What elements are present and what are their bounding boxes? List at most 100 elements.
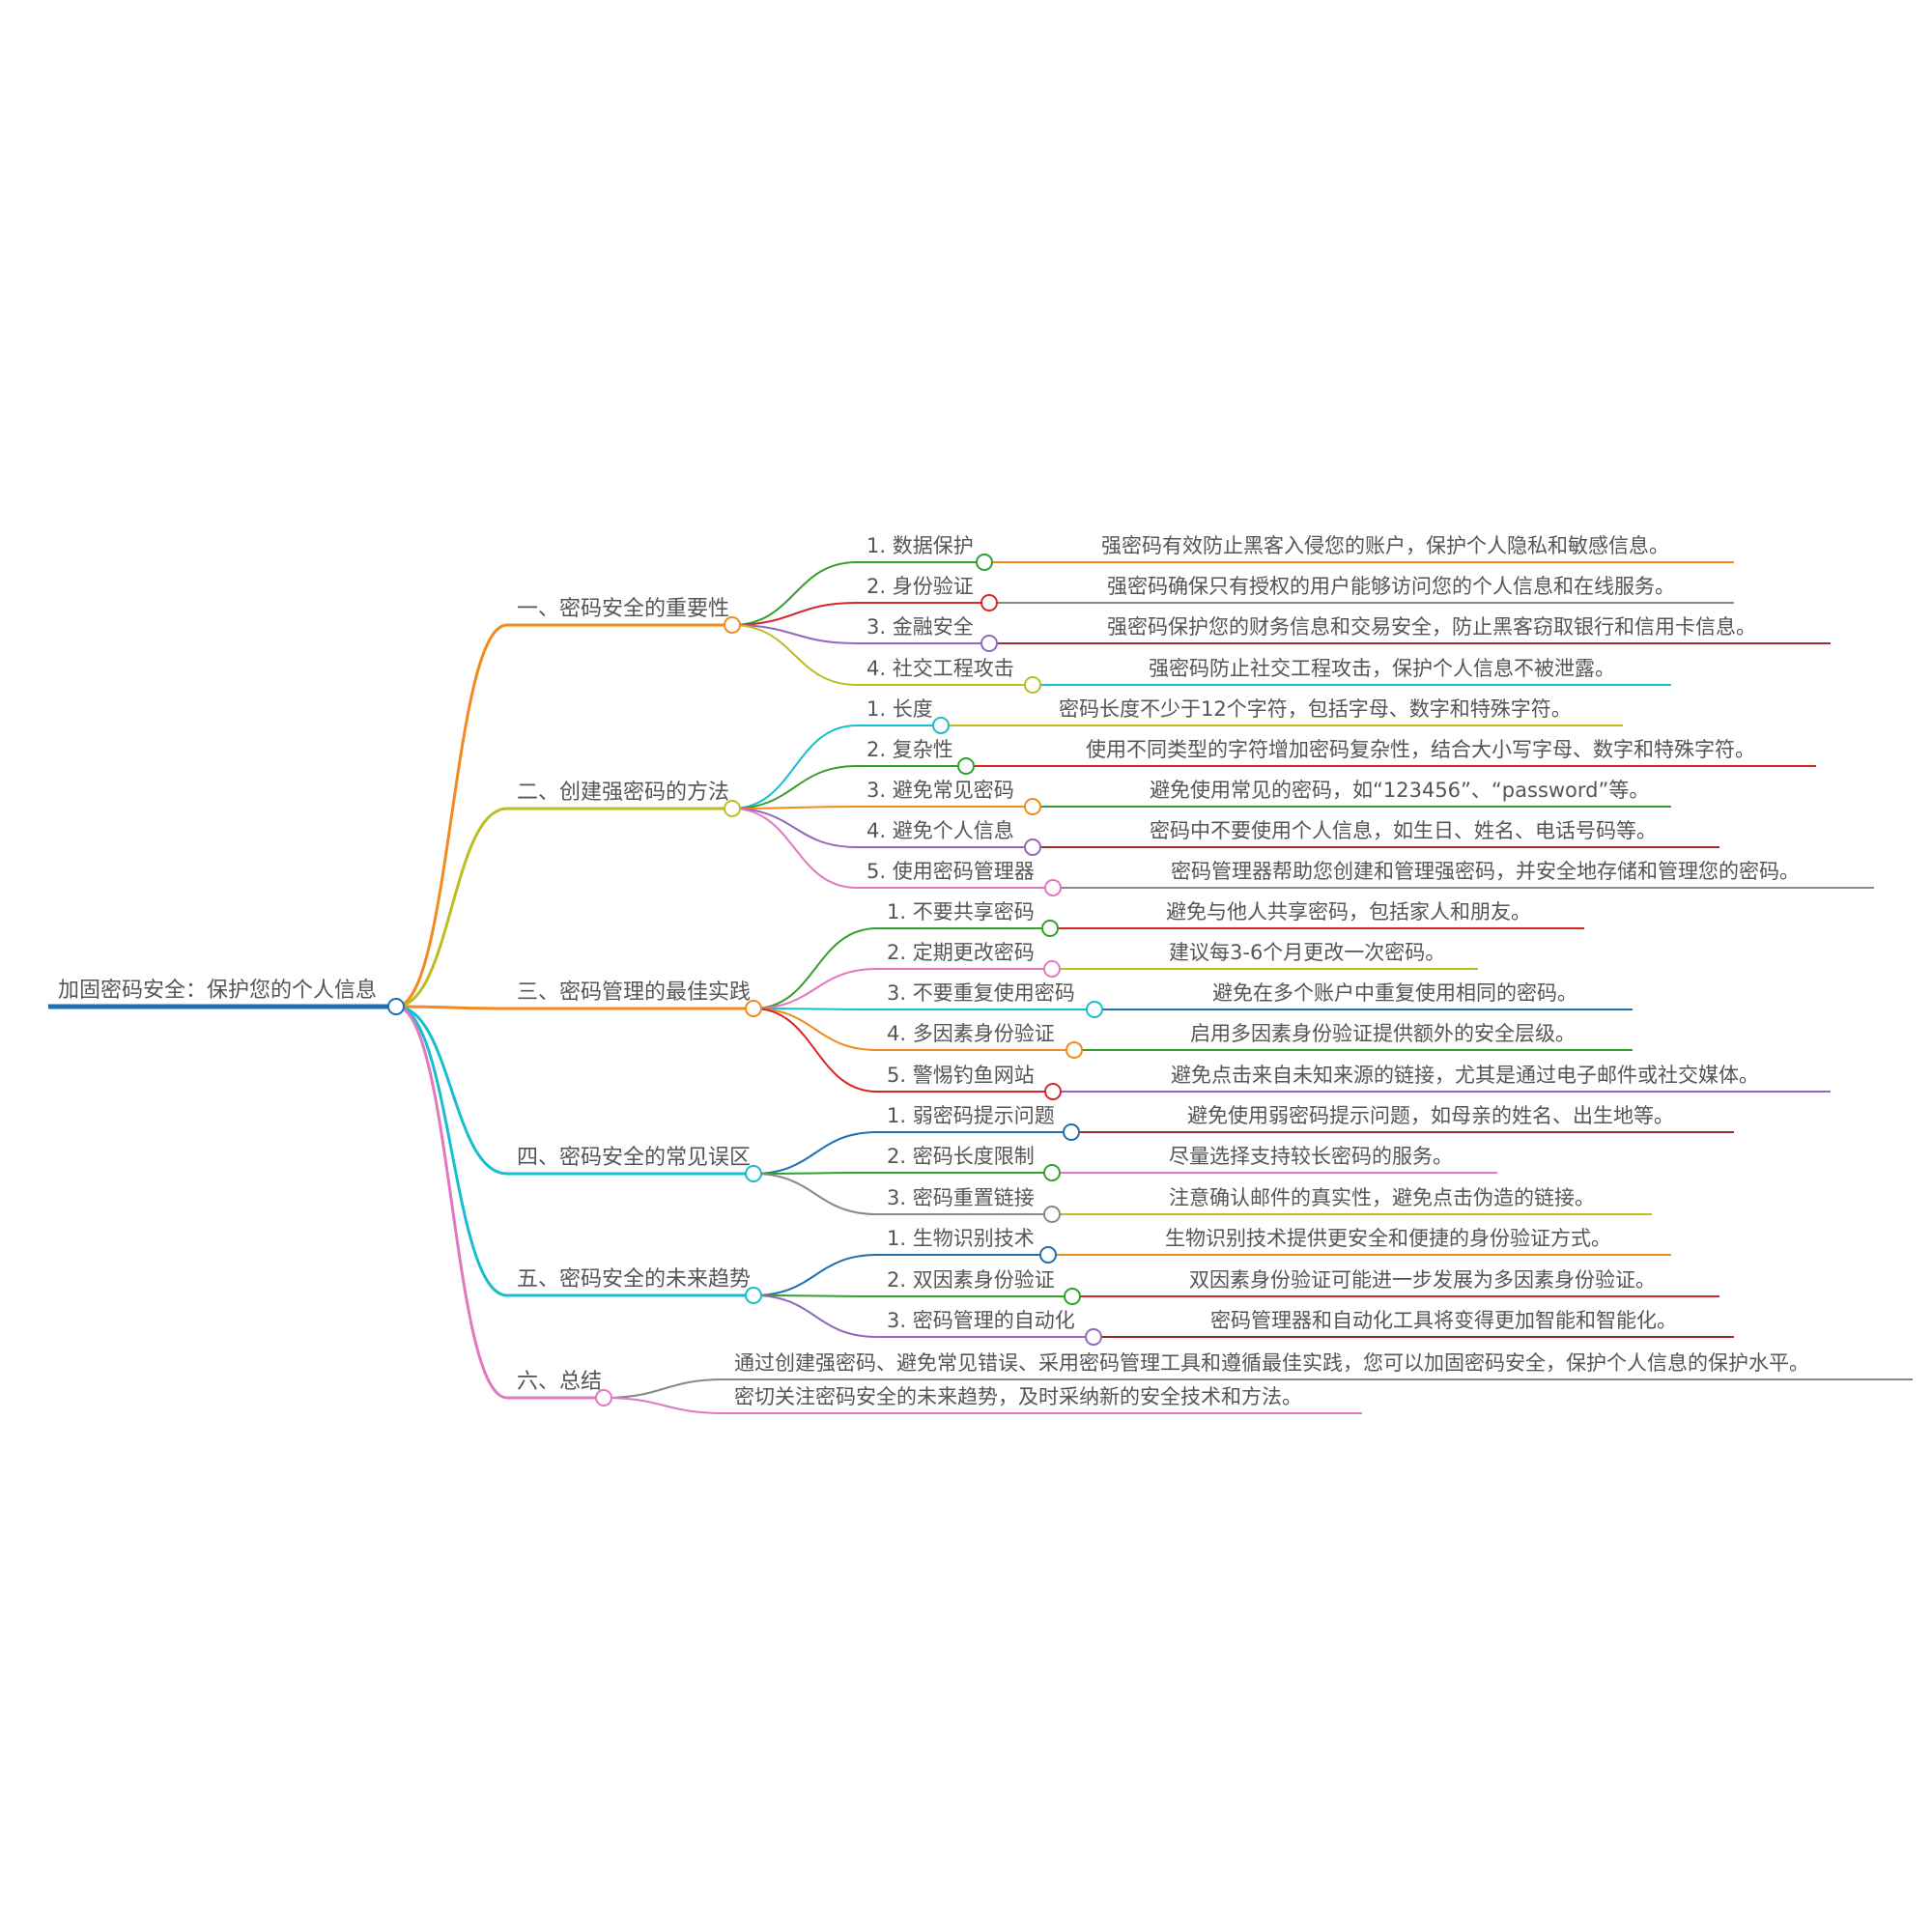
edge-branch-2-to-leaf-1 — [731, 724, 858, 810]
root-topic: 加固密码安全：保护您的个人信息 — [58, 979, 377, 1003]
leaf-node-handle-3-1[interactable] — [1041, 920, 1059, 937]
leaf-topic-2-4: 4. 避免个人信息 — [867, 819, 1014, 842]
detail-text-3-3: 避免在多个账户中重复使用相同的密码。 — [1212, 981, 1577, 1005]
leaf-node-handle-1-1[interactable] — [976, 554, 993, 571]
leaf-node-handle-3-5[interactable] — [1044, 1083, 1062, 1100]
leaf-topic-5-3: 3. 密码管理的自动化 — [887, 1309, 1075, 1332]
leaf-topic-1-1: 1. 数据保护 — [867, 534, 974, 557]
branch-topic-3: 三、密码管理的最佳实践 — [517, 980, 751, 1005]
leaf-topic-3-5: 5. 警惕钓鱼网站 — [887, 1064, 1035, 1087]
label-layer: 加固密码安全：保护您的个人信息 一、密码安全的重要性 1. 数据保护 强密码有效防止黑… — [58, 534, 1809, 1408]
summary-text-1: 通过创建强密码、避免常见错误、采用密码管理工具和遵循最佳实践，您可以加固密码安全… — [734, 1351, 1809, 1375]
edge-root-to-branch-1 — [395, 623, 508, 1009]
edge-branch-4-to-leaf-1 — [753, 1131, 878, 1175]
edge-summary-1 — [603, 1378, 725, 1399]
edge-root-to-branch-6 — [395, 1005, 508, 1400]
leaf-topic-3-3: 3. 不要重复使用密码 — [887, 981, 1075, 1005]
branch-node-handle-4[interactable] — [745, 1165, 762, 1182]
detail-text-4-3: 注意确认邮件的真实性，避免点击伪造的链接。 — [1169, 1186, 1595, 1209]
leaf-node-handle-4-3[interactable] — [1043, 1206, 1061, 1223]
detail-text-4-1: 避免使用弱密码提示问题，如母亲的姓名、出生地等。 — [1187, 1104, 1674, 1127]
leaf-topic-1-4: 4. 社交工程攻击 — [867, 657, 1014, 680]
branch-node-handle-6[interactable] — [595, 1389, 612, 1406]
detail-text-3-4: 启用多因素身份验证提供额外的安全层级。 — [1190, 1022, 1576, 1045]
detail-text-5-2: 双因素身份验证可能进一步发展为多因素身份验证。 — [1189, 1268, 1656, 1292]
edge-root-to-branch-3 — [395, 1005, 508, 1010]
leaf-node-handle-3-2[interactable] — [1043, 960, 1061, 978]
branch-node-handle-2[interactable] — [724, 800, 741, 817]
edge-branch-2-to-leaf-2 — [731, 765, 858, 810]
branch-topic-5: 五、密码安全的未来趋势 — [517, 1267, 751, 1292]
edge-branch-3-to-leaf-1 — [753, 927, 878, 1009]
detail-text-2-5: 密码管理器帮助您创建和管理强密码，并安全地存储和管理您的密码。 — [1171, 860, 1800, 883]
branch-node-handle-5[interactable] — [745, 1287, 762, 1304]
detail-text-1-3: 强密码保护您的财务信息和交易安全，防止黑客窃取银行和信用卡信息。 — [1107, 615, 1756, 639]
detail-text-2-3: 避免使用常见的密码，如“123456”、“password”等。 — [1150, 779, 1649, 802]
detail-text-2-2: 使用不同类型的字符增加密码复杂性，结合大小写字母、数字和特殊字符。 — [1086, 738, 1755, 761]
branch-node-handle-1[interactable] — [724, 616, 741, 634]
leaf-node-handle-1-2[interactable] — [980, 594, 998, 611]
connector-layer — [48, 561, 1913, 1414]
edge-summary-2 — [603, 1397, 725, 1414]
edge-branch-2-to-leaf-3 — [731, 806, 858, 810]
leaf-node-handle-3-4[interactable] — [1065, 1041, 1083, 1059]
leaf-node-handle-2-2[interactable] — [957, 757, 975, 775]
leaf-topic-2-2: 2. 复杂性 — [867, 738, 953, 761]
leaf-node-handle-3-3[interactable] — [1086, 1001, 1103, 1018]
edge-branch-3-to-leaf-5 — [753, 1008, 878, 1093]
leaf-topic-3-1: 1. 不要共享密码 — [887, 900, 1035, 923]
branch-node-handle-3[interactable] — [745, 1000, 762, 1017]
edge-branch-3-to-leaf-2 — [753, 968, 878, 1009]
leaf-topic-3-2: 2. 定期更改密码 — [887, 941, 1035, 964]
edge-branch-1-to-leaf-4 — [731, 624, 858, 686]
leaf-node-handle-2-3[interactable] — [1024, 798, 1041, 815]
leaf-node-handle-4-1[interactable] — [1063, 1123, 1080, 1141]
branch-topic-2: 二、创建强密码的方法 — [517, 781, 729, 805]
edge-root-to-branch-5 — [395, 1005, 508, 1297]
root-node-handle[interactable] — [387, 998, 405, 1015]
leaf-node-handle-1-3[interactable] — [980, 635, 998, 652]
branch-topic-6: 六、总结 — [517, 1370, 602, 1394]
leaf-topic-4-1: 1. 弱密码提示问题 — [887, 1104, 1055, 1127]
edge-branch-1-to-leaf-1 — [731, 561, 858, 626]
leaf-node-handle-2-5[interactable] — [1044, 879, 1062, 896]
detail-text-1-1: 强密码有效防止黑客入侵您的账户，保护个人隐私和敏感信息。 — [1101, 534, 1669, 557]
leaf-node-handle-2-4[interactable] — [1024, 838, 1041, 856]
node-layer — [387, 554, 1103, 1406]
detail-text-5-3: 密码管理器和自动化工具将变得更加智能和智能化。 — [1210, 1309, 1677, 1332]
edge-branch-2-to-leaf-5 — [731, 808, 858, 889]
leaf-topic-5-1: 1. 生物识别技术 — [887, 1227, 1035, 1250]
edge-branch-4-to-leaf-2 — [753, 1172, 878, 1175]
leaf-topic-3-4: 4. 多因素身份验证 — [887, 1022, 1055, 1045]
edge-branch-5-to-leaf-3 — [753, 1294, 878, 1338]
leaf-topic-4-2: 2. 密码长度限制 — [887, 1145, 1035, 1168]
leaf-node-handle-4-2[interactable] — [1043, 1164, 1061, 1181]
edge-branch-2-to-leaf-4 — [731, 808, 858, 848]
edge-root-to-branch-2 — [395, 807, 508, 1009]
branch-topic-1: 一、密码安全的重要性 — [517, 597, 729, 621]
leaf-node-handle-5-1[interactable] — [1039, 1246, 1057, 1264]
edge-branch-1-to-leaf-2 — [731, 602, 858, 626]
detail-text-3-5: 避免点击来自未知来源的链接，尤其是通过电子邮件或社交媒体。 — [1171, 1064, 1759, 1087]
edge-branch-5-to-leaf-2 — [753, 1294, 878, 1297]
leaf-topic-1-2: 2. 身份验证 — [867, 575, 974, 598]
leaf-node-handle-5-3[interactable] — [1085, 1328, 1102, 1346]
leaf-node-handle-5-2[interactable] — [1064, 1288, 1081, 1305]
detail-text-2-4: 密码中不要使用个人信息，如生日、姓名、电话号码等。 — [1150, 819, 1657, 842]
leaf-topic-5-2: 2. 双因素身份验证 — [887, 1268, 1055, 1292]
detail-text-1-2: 强密码确保只有授权的用户能够访问您的个人信息和在线服务。 — [1107, 575, 1675, 598]
branch-topic-4: 四、密码安全的常见误区 — [517, 1146, 751, 1170]
leaf-node-handle-1-4[interactable] — [1024, 676, 1041, 694]
detail-text-4-2: 尽量选择支持较长密码的服务。 — [1169, 1145, 1453, 1168]
summary-text-2: 密切关注密码安全的未来趋势，及时采纳新的安全技术和方法。 — [734, 1385, 1302, 1408]
leaf-topic-2-3: 3. 避免常见密码 — [867, 779, 1014, 802]
edge-branch-5-to-leaf-1 — [753, 1254, 878, 1296]
leaf-topic-1-3: 3. 金融安全 — [867, 615, 974, 639]
edge-branch-3-to-leaf-4 — [753, 1008, 878, 1051]
edge-branch-4-to-leaf-3 — [753, 1173, 878, 1215]
detail-text-1-4: 强密码防止社交工程攻击，保护个人信息不被泄露。 — [1149, 657, 1615, 680]
leaf-node-handle-2-1[interactable] — [932, 717, 950, 734]
leaf-topic-2-5: 5. 使用密码管理器 — [867, 860, 1035, 883]
detail-text-2-1: 密码长度不少于12个字符，包括字母、数字和特殊字符。 — [1059, 697, 1572, 721]
